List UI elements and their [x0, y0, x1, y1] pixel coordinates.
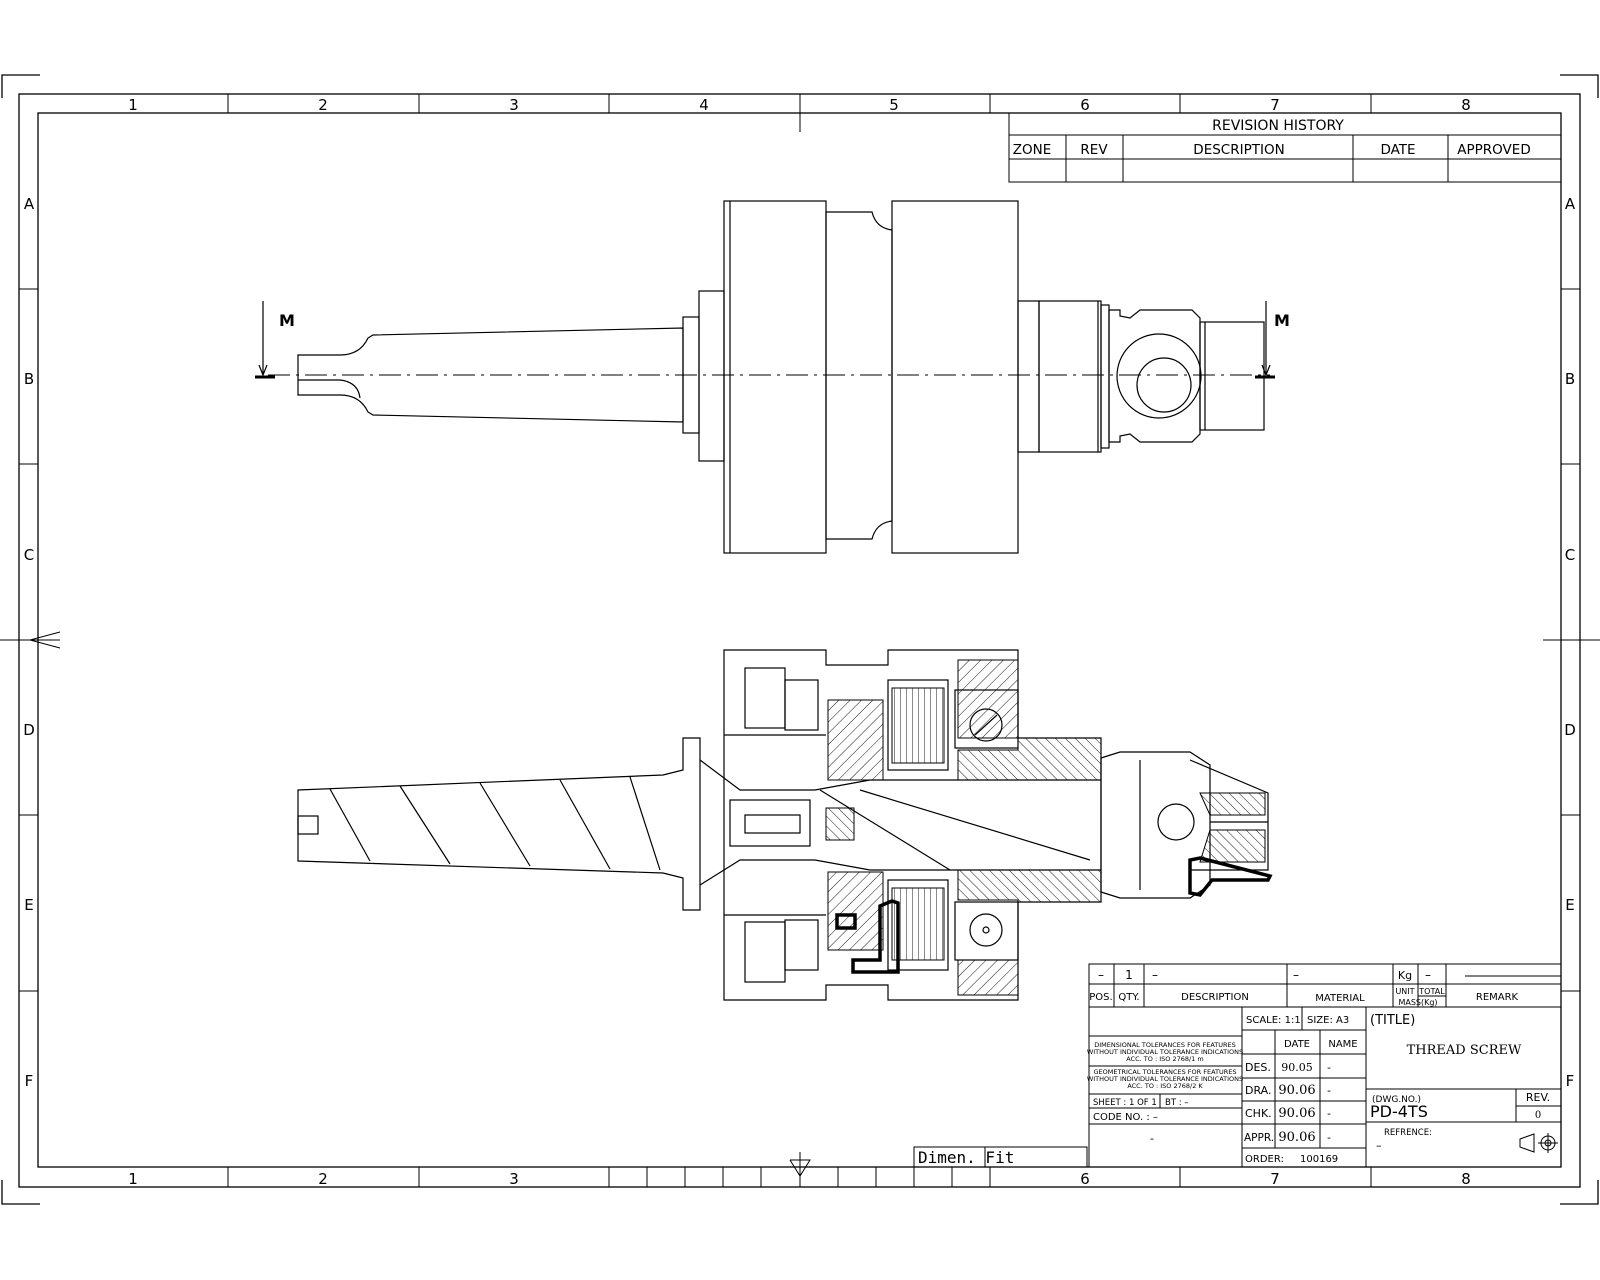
dimen-fit-box: Dimen. Fit — [913, 1146, 1088, 1168]
tolerance-geometrical-line-2: WITHOUT INDIVIDUAL TOLERANCE INDICATIONS — [1087, 1075, 1243, 1083]
zone-col-bottom-6: 6 — [1080, 1170, 1090, 1188]
sign-date-des: 90.05 — [1281, 1061, 1313, 1074]
parts-header-material: MATERIAL — [1315, 993, 1365, 1004]
section-label-left: M — [279, 311, 295, 330]
zone-col-top-5: 5 — [889, 96, 899, 114]
bt-value: BT : – — [1165, 1098, 1189, 1108]
revision-header-approved: APPROVED — [1457, 142, 1530, 158]
zone-col-top-6: 6 — [1080, 96, 1090, 114]
zone-row-right-f: F — [1566, 1072, 1575, 1090]
parts-header-total: TOTAL — [1418, 987, 1445, 996]
parts-header-qty: QTY. — [1118, 992, 1139, 1003]
parts-row-total: – — [1425, 968, 1431, 982]
rev-label: REV. — [1526, 1091, 1550, 1104]
sign-name-des: - — [1327, 1061, 1331, 1074]
code-no: CODE NO. : – — [1093, 1112, 1158, 1123]
rev-value: 0 — [1535, 1110, 1541, 1121]
sign-date-appr: 90.06 — [1278, 1130, 1315, 1145]
parts-row-unit: Kg — [1398, 969, 1412, 982]
parts-row-pos: – — [1098, 968, 1104, 982]
reference-value: – — [1376, 1139, 1382, 1152]
order-number: 100169 — [1300, 1154, 1338, 1165]
section-view-drawing — [297, 649, 1273, 1001]
zone-col-top-2: 2 — [318, 96, 328, 114]
reference-label: REFRENCE: — [1384, 1128, 1432, 1138]
sign-name-appr: - — [1327, 1131, 1331, 1144]
parts-header-mass: MASS(Kg) — [1398, 998, 1437, 1007]
zone-row-left-c: C — [24, 546, 34, 564]
tolerance-geometrical-line-3: ACC. TO : ISO 2768/2 K — [1127, 1082, 1203, 1090]
zone-col-bottom-2: 2 — [318, 1170, 328, 1188]
sign-name-chk: - — [1327, 1107, 1331, 1120]
size-label: SIZE: A3 — [1307, 1015, 1349, 1026]
zone-col-top-8: 8 — [1461, 96, 1471, 114]
sign-date-chk: 90.06 — [1278, 1106, 1315, 1121]
zone-col-top-4: 4 — [699, 96, 709, 114]
projection-symbol-icon — [1519, 1133, 1558, 1153]
revision-header-zone: ZONE — [1013, 142, 1052, 158]
zone-col-top-1: 1 — [128, 96, 138, 114]
sign-date-dra: 90.06 — [1278, 1083, 1315, 1098]
title-label: (TITLE) — [1370, 1013, 1415, 1028]
name-header: NAME — [1328, 1039, 1357, 1050]
sign-name-dra: - — [1327, 1084, 1331, 1097]
parts-header-description: DESCRIPTION — [1181, 992, 1249, 1003]
zone-row-left-f: F — [25, 1072, 34, 1090]
dimen-fit-label: Dimen. Fit — [918, 1148, 1014, 1167]
tolerance-dimensional-line-1: DIMENSIONAL TOLERANCES FOR FEATURES — [1094, 1041, 1236, 1049]
sheet-count: SHEET : 1 OF 1 — [1093, 1098, 1157, 1108]
zone-row-left-a: A — [24, 195, 35, 213]
revision-history-table: REVISION HISTORY ZONE REV DESCRIPTION DA… — [1008, 112, 1562, 183]
zone-col-bottom-3: 3 — [509, 1170, 519, 1188]
side-view-drawing — [255, 200, 1275, 554]
tolerance-geometrical-line-1: GEOMETRICAL TOLERANCES FOR FEATURES — [1094, 1068, 1237, 1076]
title-block: DIMENSIONAL TOLERANCES FOR FEATURES WITH… — [1087, 1006, 1562, 1168]
tolerance-dimensional-line-2: WITHOUT INDIVIDUAL TOLERANCE INDICATIONS — [1087, 1048, 1243, 1056]
dwg-no-label: (DWG.NO.) — [1372, 1095, 1421, 1105]
sign-role-dra: DRA. — [1245, 1084, 1272, 1097]
sign-role-appr: APPR. — [1244, 1132, 1274, 1144]
code-dash: - — [1150, 1132, 1154, 1145]
zone-col-bottom-8: 8 — [1461, 1170, 1471, 1188]
section-label-right: M — [1274, 311, 1290, 330]
order-label: ORDER: — [1245, 1154, 1284, 1165]
scale-label: SCALE: 1:1 — [1246, 1015, 1301, 1026]
revision-header-description: DESCRIPTION — [1193, 142, 1284, 158]
sign-role-chk: CHK. — [1245, 1107, 1272, 1120]
dwg-number: PD-4TS — [1370, 1102, 1428, 1121]
sign-role-des: DES. — [1245, 1061, 1271, 1074]
date-header: DATE — [1284, 1039, 1310, 1050]
zone-col-top-7: 7 — [1270, 96, 1280, 114]
zone-ticks — [0, 94, 1600, 1187]
parts-row-material: – — [1293, 968, 1299, 982]
tolerance-dimensional-line-3: ACC. TO : ISO 2768/1 m — [1126, 1055, 1203, 1063]
zone-row-left-d: D — [23, 721, 35, 739]
parts-header-pos: POS. — [1089, 992, 1112, 1003]
zone-row-right-d: D — [1564, 721, 1576, 739]
revision-header-rev: REV — [1080, 142, 1108, 158]
zone-row-left-b: B — [24, 370, 34, 388]
revision-history-title: REVISION HISTORY — [1212, 118, 1344, 134]
parts-list: – 1 – – Kg – POS. QTY. DESCRIPTION MATER… — [1088, 963, 1562, 1008]
zone-row-left-e: E — [24, 896, 33, 914]
zone-row-right-b: B — [1565, 370, 1575, 388]
zone-col-bottom-1: 1 — [128, 1170, 138, 1188]
inner-border — [37, 112, 1562, 1168]
parts-row-qty: 1 — [1125, 968, 1133, 982]
revision-header-date: DATE — [1380, 142, 1415, 158]
zone-col-top-3: 3 — [509, 96, 519, 114]
parts-header-remark: REMARK — [1476, 992, 1519, 1003]
zone-labels: 1 2 3 4 5 6 7 8 1 2 3 6 7 8 A B C D E F … — [23, 96, 1576, 1188]
drawing-title: THREAD SCREW — [1407, 1043, 1522, 1058]
corner-marks — [1, 74, 1599, 1205]
parts-header-unit: UNIT — [1395, 987, 1414, 996]
parts-row-description: – — [1152, 968, 1158, 982]
zone-row-right-a: A — [1565, 195, 1576, 213]
zone-row-right-e: E — [1565, 896, 1574, 914]
zone-row-right-c: C — [1565, 546, 1575, 564]
zone-col-bottom-7: 7 — [1270, 1170, 1280, 1188]
